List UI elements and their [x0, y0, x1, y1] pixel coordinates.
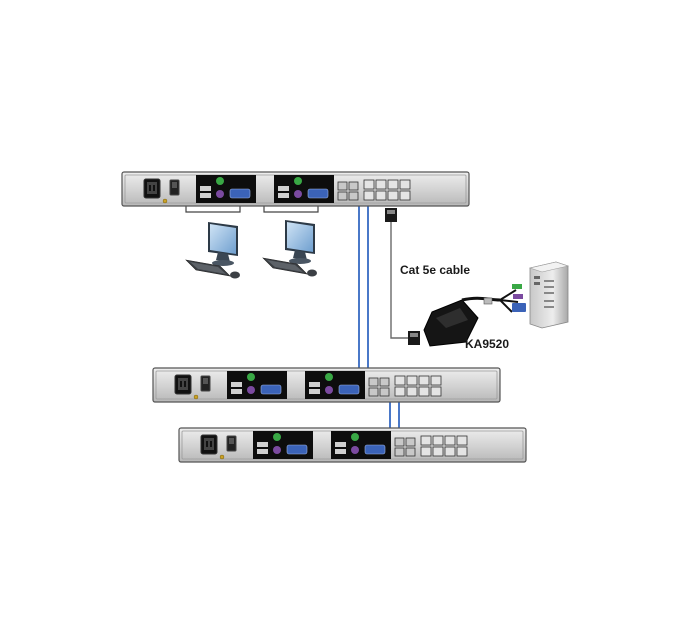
kvm-switch-bottom — [178, 427, 527, 463]
workstation-2 — [262, 219, 318, 277]
cat5e-cable-line — [390, 222, 408, 339]
adapter-model-label: KA9520 — [465, 337, 509, 351]
cascade-cables — [358, 196, 408, 436]
rj45-connector-bottom — [408, 331, 420, 345]
workstation-1 — [185, 221, 241, 279]
rj45-connector-top — [385, 208, 397, 222]
console-brackets — [185, 206, 319, 213]
kvm-switch-top — [121, 171, 470, 207]
kvm-switch-middle — [152, 367, 501, 403]
kvm-adapter-dongle-icon — [423, 284, 526, 347]
cat5e-cable-label: Cat 5e cable — [400, 263, 470, 277]
tower-computer-icon — [528, 261, 570, 329]
